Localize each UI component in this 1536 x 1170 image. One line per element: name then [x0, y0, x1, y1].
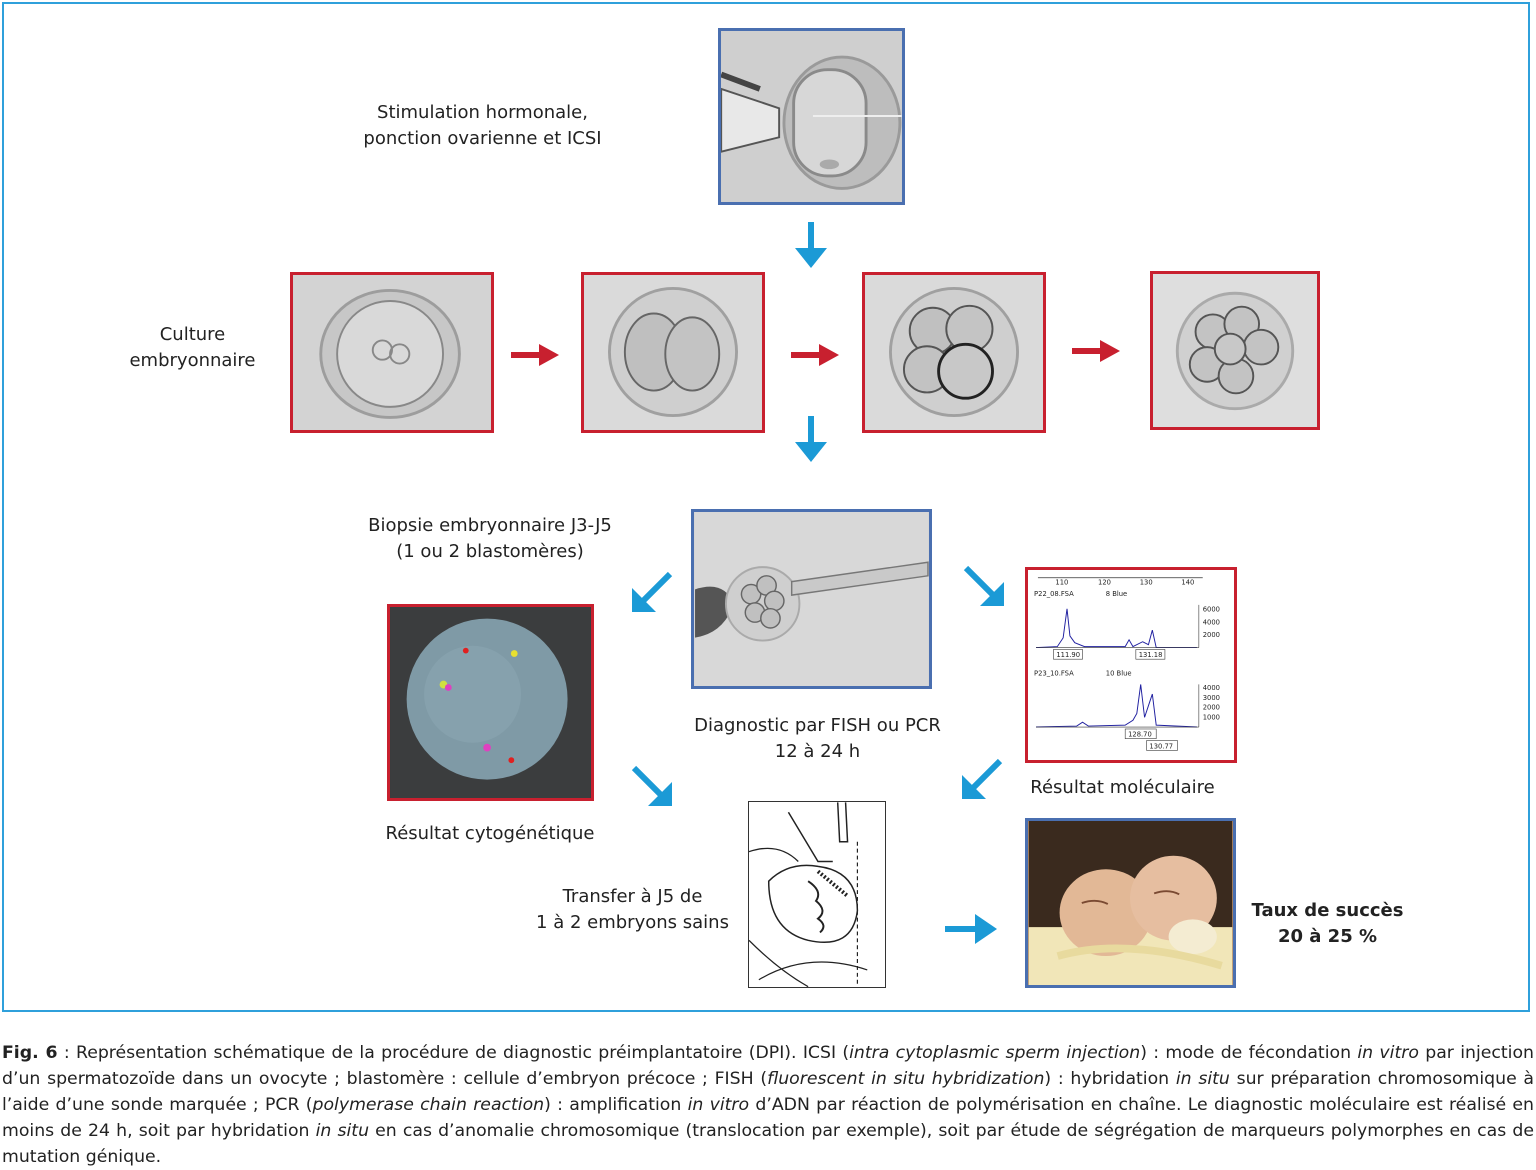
- caption-italic: in vitro: [1357, 1043, 1419, 1063]
- arrow-down-left-icon: [962, 758, 1003, 799]
- trace1-peak-2: 131.18: [1139, 651, 1163, 659]
- label-success-line1: Taux de succès: [1251, 900, 1404, 921]
- label-diagnostic-line2: 12 à 24 h: [774, 741, 861, 762]
- axis-tick-120: 120: [1098, 579, 1111, 587]
- trace2-channel: 10 Blue: [1106, 670, 1132, 678]
- arrow-right-red-icon: [511, 344, 559, 366]
- caption-text: ) : hybridation: [1044, 1069, 1176, 1089]
- newborn-illustration: [1028, 821, 1233, 985]
- label-stimulation-line2: ponction ovarienne et ICSI: [363, 128, 602, 149]
- trace1-scale-6000: 6000: [1203, 606, 1220, 614]
- embryo-zygote-photo: [290, 272, 494, 433]
- label-culture: Culture embryonnaire: [110, 322, 275, 374]
- embryo-4cell-photo: [862, 272, 1046, 433]
- label-biopsie-line2: (1 ou 2 blastomères): [396, 541, 584, 562]
- label-result-cyto: Résultat cytogénétique: [385, 823, 595, 844]
- electropherogram-chart: 110 120 130 140 P22_08.FSA 8 Blue 6000 4…: [1034, 577, 1220, 751]
- four-cell-illustration: [865, 275, 1043, 430]
- axis-tick-130: 130: [1140, 579, 1153, 587]
- label-transfer: Transfer à J5 de 1 à 2 embryons sains: [525, 884, 740, 936]
- caption-italic: fluorescent in situ hybridization: [767, 1069, 1045, 1089]
- caption-text: : Représentation schématique de la procé…: [57, 1043, 850, 1063]
- arrow-down-icon: [795, 222, 827, 268]
- arrow-right-red-icon: [1072, 340, 1120, 362]
- axis-tick-140: 140: [1181, 579, 1194, 587]
- label-success-line2: 20 à 25 %: [1277, 926, 1378, 947]
- arrow-right-red-icon: [791, 344, 839, 366]
- label-biopsie-line1: Biopsie embryonnaire J3-J5: [368, 515, 612, 536]
- trace1-peak-1: 111.90: [1056, 651, 1080, 659]
- embryo-8cell-photo: [1150, 271, 1320, 430]
- newborn-twins-photo: [1025, 818, 1236, 988]
- label-transfer-line2: 1 à 2 embryons sains: [536, 912, 729, 933]
- trace1-scale-4000: 4000: [1203, 618, 1220, 626]
- trace1-scale-2000: 2000: [1203, 631, 1220, 639]
- trace2-peak-2: 130.77: [1149, 742, 1173, 750]
- biopsy-illustration: [695, 512, 929, 686]
- figure-frame: [2, 2, 1530, 1012]
- fish-nucleus-illustration: [390, 607, 591, 798]
- icsi-illustration: [721, 31, 902, 202]
- uterus-line-drawing: [749, 802, 885, 987]
- label-success: Taux de succès 20 à 25 %: [1240, 898, 1415, 950]
- trace2-scale-2000: 2000: [1203, 704, 1220, 712]
- zygote-illustration: [293, 275, 491, 430]
- caption-italic: polymerase chain reaction: [312, 1095, 545, 1115]
- label-diagnostic-line1: Diagnostic par FISH ou PCR: [694, 715, 941, 736]
- arrow-down-right-icon: [631, 765, 672, 806]
- caption-text: en cas d’anomalie chromosomique (translo…: [2, 1121, 1534, 1167]
- caption-text: par injection d’un spermatozoïde dans un…: [2, 1043, 1534, 1089]
- label-stimulation: Stimulation hormonale, ponction ovarienn…: [340, 100, 625, 152]
- caption-italic: intra cytoplasmic sperm injection: [849, 1043, 1141, 1063]
- trace1-channel: 8 Blue: [1106, 590, 1127, 598]
- caption-italic: in situ: [1175, 1069, 1230, 1089]
- caption-text: d’ADN par réaction de polymérisation en …: [2, 1095, 1534, 1141]
- trace2-name: P23_10.FSA: [1034, 670, 1074, 678]
- label-culture-line2: embryonnaire: [129, 350, 256, 371]
- arrow-down-icon: [795, 416, 827, 462]
- trace1-name: P22_08.FSA: [1034, 590, 1074, 598]
- trace2-scale-4000: 4000: [1203, 684, 1220, 692]
- caption-text: ) : amplification: [544, 1095, 688, 1115]
- caption-italic: in vitro: [687, 1095, 750, 1115]
- eight-cell-illustration: [1153, 274, 1317, 427]
- label-result-molecular: Résultat moléculaire: [1030, 777, 1215, 798]
- caption-fig-label: Fig. 6: [2, 1043, 58, 1063]
- embryo-2cell-photo: [581, 272, 765, 433]
- label-culture-line1: Culture: [159, 324, 226, 345]
- arrow-down-right-icon: [963, 565, 1004, 606]
- label-biopsie: Biopsie embryonnaire J3-J5 (1 ou 2 blast…: [345, 513, 635, 565]
- label-transfer-line1: Transfer à J5 de: [562, 886, 703, 907]
- two-cell-illustration: [584, 275, 762, 430]
- label-stimulation-line1: Stimulation hormonale,: [377, 102, 588, 123]
- figure-caption: Fig. 6 : Représentation schématique de l…: [2, 1040, 1534, 1170]
- label-diagnostic: Diagnostic par FISH ou PCR 12 à 24 h: [675, 713, 960, 765]
- transfer-drawing: [748, 801, 886, 988]
- trace2-scale-1000: 1000: [1203, 713, 1220, 721]
- arrow-right-icon: [945, 914, 997, 944]
- arrow-down-left-icon: [632, 571, 673, 612]
- caption-text: sur préparation chromosomique à l’aide d…: [2, 1069, 1535, 1115]
- biopsy-photo: [691, 509, 932, 689]
- trace2-peak-1: 128.70: [1128, 731, 1152, 739]
- icsi-photo: [718, 28, 905, 205]
- caption-italic: in situ: [315, 1121, 370, 1141]
- caption-text: ) : mode de fécondation: [1140, 1043, 1358, 1063]
- electropherogram-panel: 110 120 130 140 P22_08.FSA 8 Blue 6000 4…: [1025, 567, 1237, 763]
- axis-tick-110: 110: [1055, 579, 1068, 587]
- trace2-scale-3000: 3000: [1203, 694, 1220, 702]
- fish-result-photo: [387, 604, 594, 801]
